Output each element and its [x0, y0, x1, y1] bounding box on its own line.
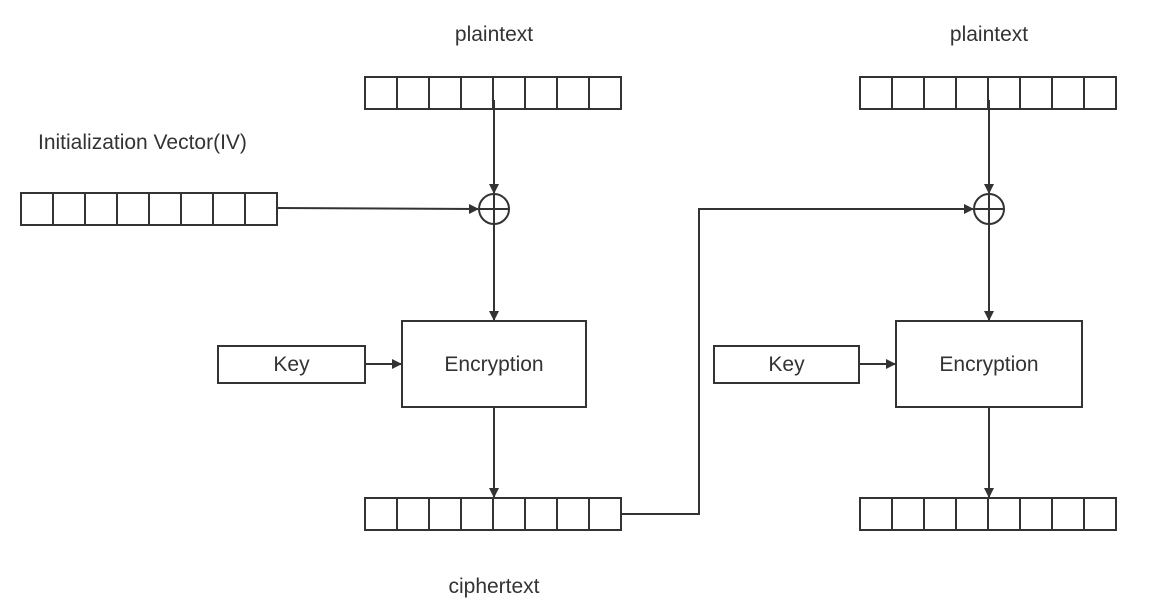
register-cell [923, 76, 957, 110]
ciphertext-register-right [859, 497, 1117, 531]
register-cell [244, 192, 278, 226]
register-cell [588, 76, 622, 110]
register-cell [1051, 76, 1085, 110]
encryption-box-right [895, 320, 1083, 408]
ciphertext-register-left [364, 497, 622, 531]
register-cell [396, 497, 430, 531]
encryption-label-right: Encryption [939, 353, 1038, 376]
register-cell [1019, 76, 1053, 110]
plaintext-label-right: plaintext [950, 23, 1028, 46]
plaintext-label-left: plaintext [455, 23, 533, 46]
register-cell [891, 497, 925, 531]
register-cell [859, 497, 893, 531]
arrow-iv-to-xor-left [277, 203, 479, 214]
register-cell [524, 76, 558, 110]
register-cell [364, 76, 398, 110]
xor-icon-right [973, 193, 1005, 225]
iv-label: Initialization Vector(IV) [38, 131, 247, 154]
iv-register [20, 192, 278, 226]
register-cell [987, 76, 1021, 110]
register-cell [84, 192, 118, 226]
register-cell [891, 76, 925, 110]
register-cell [492, 497, 526, 531]
register-cell [180, 192, 214, 226]
xor-icon-left [478, 193, 510, 225]
register-cell [428, 497, 462, 531]
arrow-ciphertext-to-xor-right [622, 204, 974, 515]
register-cell [396, 76, 430, 110]
register-cell [428, 76, 462, 110]
register-cell [955, 76, 989, 110]
register-cell [556, 497, 590, 531]
plaintext-register-left [364, 76, 622, 110]
register-cell [1083, 497, 1117, 531]
register-cell [460, 497, 494, 531]
key-label-right: Key [768, 353, 805, 376]
ciphertext-label: ciphertext [448, 575, 539, 598]
register-cell [20, 192, 54, 226]
register-cell [52, 192, 86, 226]
register-cell [923, 497, 957, 531]
register-cell [955, 497, 989, 531]
register-cell [492, 76, 526, 110]
register-cell [859, 76, 893, 110]
key-label-left: Key [273, 353, 310, 376]
register-cell [212, 192, 246, 226]
register-cell [148, 192, 182, 226]
register-cell [1083, 76, 1117, 110]
key-box-left [217, 345, 366, 384]
register-cell [1051, 497, 1085, 531]
encryption-label-left: Encryption [444, 353, 543, 376]
register-cell [1019, 497, 1053, 531]
register-cell [364, 497, 398, 531]
register-cell [524, 497, 558, 531]
register-cell [116, 192, 150, 226]
register-cell [556, 76, 590, 110]
register-cell [987, 497, 1021, 531]
register-cell [588, 497, 622, 531]
register-cell [460, 76, 494, 110]
encryption-box-left [401, 320, 587, 408]
plaintext-register-right [859, 76, 1117, 110]
